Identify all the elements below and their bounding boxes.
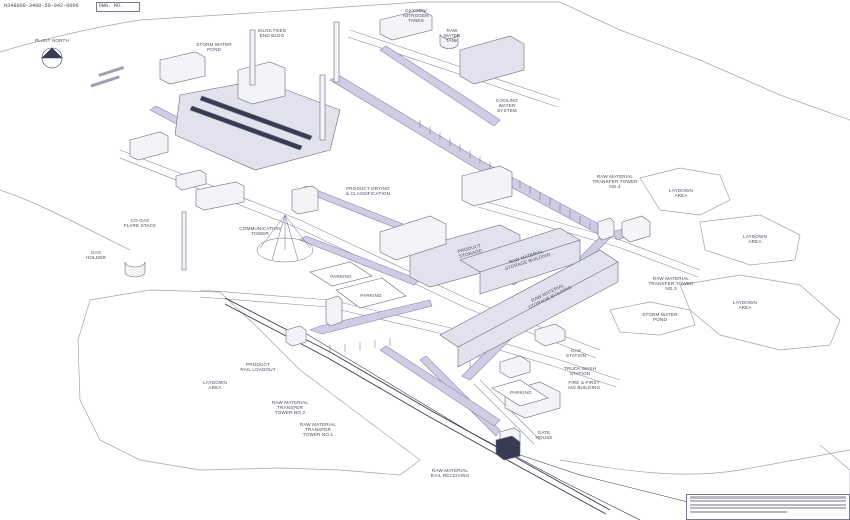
- gas-station-building: [534, 323, 566, 347]
- drawing-number-box: DWG. NO.: [96, 2, 140, 12]
- transfer-tower-3-block: [621, 215, 651, 243]
- compression-building: [195, 181, 245, 211]
- label-truck-wash: TRUCK WASH STATION: [563, 366, 597, 377]
- label-product-drying: PRODUCT DRYING & CLASSIFICATION: [345, 186, 391, 197]
- site-boundary-north: [0, 1, 850, 121]
- hatch-west-strip-2: [98, 66, 124, 77]
- gypsum-building: [379, 215, 447, 261]
- label-transfer-tower-1: RAW MATERIAL TRANSFER TOWER No.1: [299, 422, 337, 438]
- note-line: [690, 496, 846, 499]
- transfer-tower-4-block: [597, 217, 615, 241]
- road-gate-a: [479, 379, 541, 441]
- conveyor-loadout: [309, 299, 433, 335]
- label-gas-holder: GAS HOLDER: [85, 250, 107, 261]
- label-storm-water-pond-nw: STORM WATER POND: [196, 42, 232, 53]
- label-laydown-ne: LAYDOWN AREA: [669, 188, 693, 199]
- kiln-line-1: [189, 105, 303, 151]
- rail-track-4: [519, 454, 701, 506]
- office-building-west: [159, 51, 206, 85]
- kiln-line-2: [199, 95, 313, 141]
- truck-wash-building: [499, 355, 531, 379]
- rail-receiving-building: [495, 435, 521, 461]
- west-terrain-line: [0, 189, 131, 251]
- label-laydown-sw: LAYDOWN AREA: [203, 380, 227, 391]
- note-line: [690, 499, 846, 503]
- oxygen-nitrogen-tanks: [379, 9, 433, 41]
- plant-north-label: PLANT NORTH: [35, 38, 69, 43]
- rail-loadout-building: [285, 325, 307, 347]
- gas-holder-tank: [124, 261, 146, 278]
- transfer-tower-1-block: [325, 295, 343, 327]
- label-parking-3: PARKING: [510, 390, 532, 395]
- label-storm-water-pond-e: STORM WATER POND: [642, 312, 678, 323]
- kiln-feed-end-building: [237, 61, 286, 105]
- communication-tower-mast: [259, 214, 311, 261]
- label-fire-first-aid: FIRE & FIRST AID BUILDING: [567, 380, 601, 391]
- label-oxygen-nitrogen: OXYGEN/ NITROGEN TANKS: [403, 8, 429, 24]
- label-parking-2: PARKING: [360, 293, 382, 298]
- conveyor-cooling: [379, 45, 501, 127]
- storm-water-pond-e-outline: [609, 301, 696, 336]
- note-line: [690, 507, 846, 510]
- kiln-stack-1: [249, 29, 256, 86]
- label-cooling-water: COOLING WATER SYSTEM: [495, 98, 519, 114]
- south-terrain-line: [559, 449, 850, 475]
- label-raw-water-tank: RAW WATER TANK: [443, 28, 461, 44]
- drawing-number: H348000-3400-50-042-0006: [4, 3, 79, 9]
- raw-water-tank: [439, 33, 459, 49]
- diagonal-hatching: [90, 66, 124, 88]
- hatch-west-strip: [90, 75, 120, 88]
- cooling-towers: [459, 35, 525, 85]
- label-laydown-e: LAYDOWN AREA: [743, 234, 767, 245]
- road-gate-b: [473, 383, 535, 445]
- label-transfer-tower-2: RAW MATERIAL TRANSFER TOWER No.2: [271, 400, 309, 416]
- label-transfer-tower-3: RAW MATERIAL TRANSFER TOWER NO.3: [648, 276, 694, 292]
- label-gas-station: GAS STATION: [565, 348, 587, 359]
- buildings: [124, 9, 651, 461]
- label-transfer-tower-4: RAW MATERIAL TRANSFER TOWER NO.4: [592, 174, 638, 190]
- label-product-rail-loadout: PRODUCT RAIL LOADOUT: [240, 362, 276, 373]
- parking-lot-2: [335, 277, 407, 309]
- laydown-area-e-outline: [699, 214, 801, 266]
- small-building-west-2: [129, 131, 169, 161]
- laydown-area-ne-outline: [639, 167, 731, 216]
- north-arrow-icon: [41, 47, 63, 69]
- co-gas-flare-stack: [181, 211, 187, 271]
- small-building-west-1: [175, 169, 207, 191]
- communication-tower-graphic: [256, 214, 314, 263]
- east-boundary: [819, 444, 850, 520]
- parking-lot-3: [491, 379, 549, 407]
- rail-track-3: [299, 329, 641, 520]
- kiln-stack-2: [333, 21, 340, 83]
- stacks: [181, 21, 340, 271]
- note-line: [690, 503, 846, 506]
- north-arrow-pointer: [41, 47, 63, 59]
- drawing-number-label: DWG. NO.: [99, 3, 124, 9]
- drawing-notes-block: [686, 494, 850, 520]
- raw-storage-building-2: [439, 249, 619, 368]
- laydown-area-se-outline: [679, 274, 841, 351]
- label-communication-tower: COMMUNICATION TOWER: [239, 226, 281, 237]
- parking-lot-1: [309, 261, 373, 287]
- kiln-stack-3: [319, 74, 326, 141]
- trestle-ticks-rail: [329, 338, 391, 353]
- conveyor-tower2: [379, 345, 501, 427]
- product-drying-building: [291, 185, 319, 215]
- label-laydown-se: LAYDOWN AREA: [733, 300, 757, 311]
- label-parking-1: PARKING: [330, 274, 352, 279]
- road-east-b: [477, 206, 699, 278]
- label-raw-rail-receiving: RAW MATERIAL RAIL RECEIVING: [430, 468, 470, 479]
- label-kilns-feed-end: KILNS FEED END BLDG: [257, 28, 287, 39]
- road-east-a: [479, 199, 701, 271]
- label-gate-house: GATE HOUSE: [535, 430, 553, 441]
- label-co-gas-flare: CO GAS FLARE STACK: [123, 218, 157, 229]
- laydown-area-sw-outline: [77, 289, 421, 476]
- building-near-cooling: [461, 165, 513, 207]
- note-line: [690, 510, 788, 513]
